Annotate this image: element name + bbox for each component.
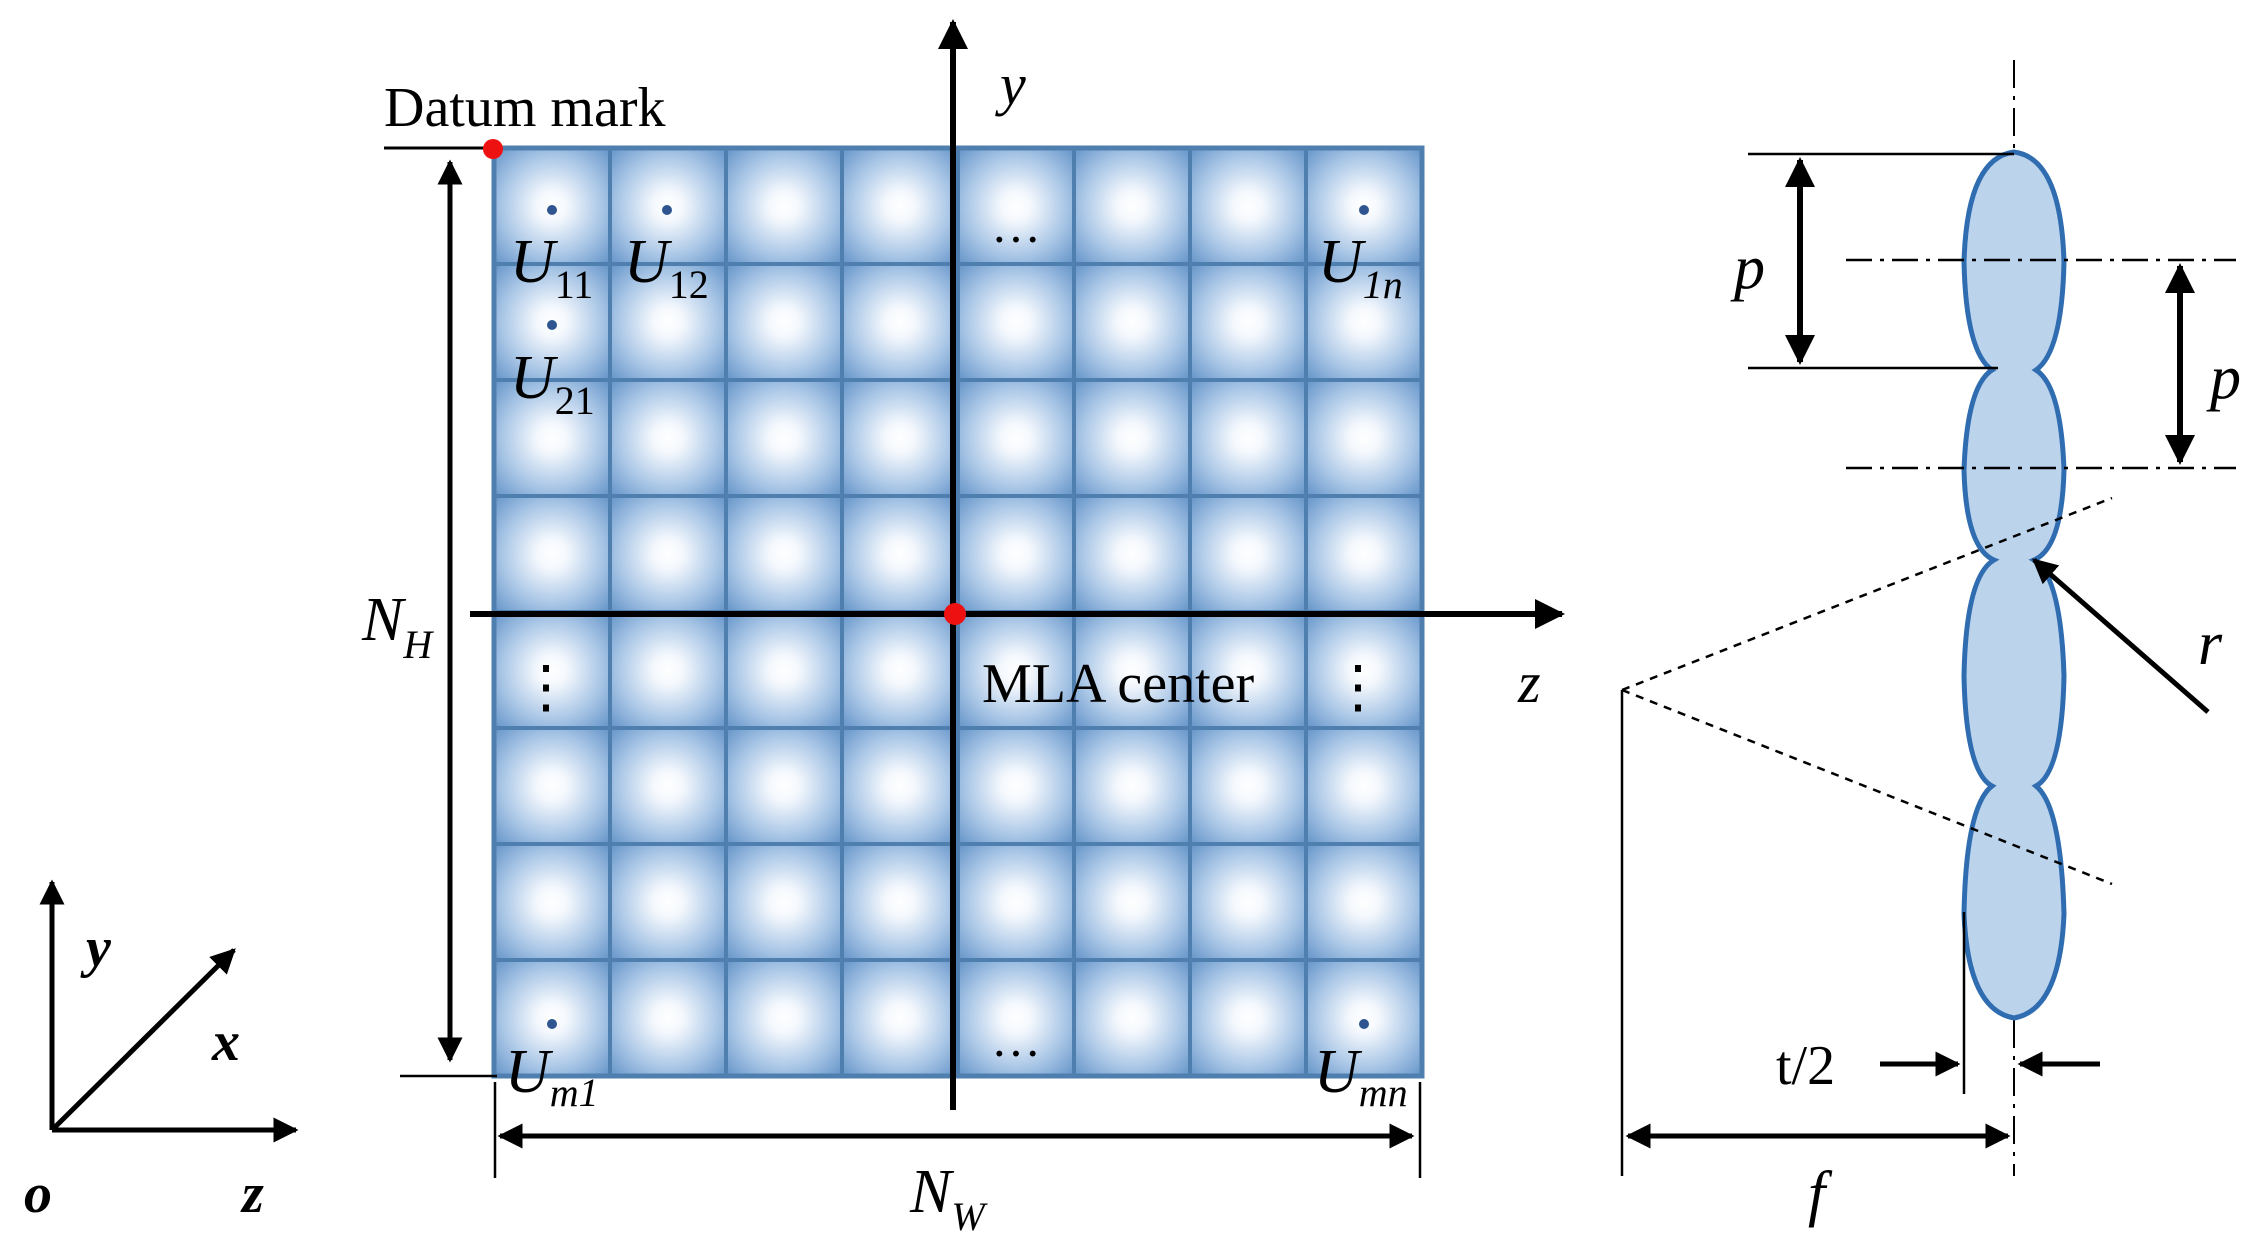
t-half-label: t/2 [1776,1035,1835,1097]
unit-label-u1n: U1n [1318,228,1403,307]
unit-label-u21: U21 [510,344,595,423]
microlens-cell [492,842,612,962]
p-label-left: p [1730,234,1765,302]
microlens-cell [608,726,728,846]
triad-z-label: z [240,1163,264,1225]
unit-label-u11: U11 [510,228,593,307]
microlens-cell [492,494,612,614]
microlens-grid [491,145,1425,1079]
microlens-cell [1188,842,1308,962]
f-label: f [1808,1160,1833,1228]
microlens-cell [840,842,960,962]
nw-dimension [493,1082,1422,1178]
unit-label-u12: U12 [624,228,709,307]
microlens-cell [608,494,728,614]
microlens-cell [840,262,960,382]
microlens-cell [840,378,960,498]
microlens-cell [840,610,960,730]
microlens-cell [724,262,844,382]
mla-center-label: MLA center [982,653,1254,715]
focus-ray-upper [1621,496,2113,692]
coordinate-triad [39,879,299,1143]
grid-axes [470,19,1565,1110]
ellipsis-top: ··· [991,211,1041,267]
microlens-cell [840,726,960,846]
triad-y-label: y [80,917,112,979]
microlens-cell [840,958,960,1078]
microlens-cell [724,610,844,730]
microlens-cell [956,262,1076,382]
triad-x-label: x [211,1011,240,1073]
microlens-cell [608,262,728,382]
r-label: r [2198,610,2223,678]
microlens-cell [1304,726,1424,846]
triad-origin-label: o [24,1163,52,1225]
lens-cross-section [1620,60,2236,1176]
nh-label: NH [361,586,434,667]
unit-label-um1: Um1 [505,1038,599,1115]
microlens-cell [1304,146,1424,266]
microlens-cell [1188,146,1308,266]
microlens-cell [1304,262,1424,382]
microlens-cell [1072,726,1192,846]
focus-ray-lower [1621,688,2113,886]
microlens-cell [1072,958,1192,1078]
microlens-cell [1072,494,1192,614]
microlens-cell [840,146,960,266]
microlens-cell [1072,378,1192,498]
microlens-cell [1188,494,1308,614]
microlens-cell [608,842,728,962]
unit-label-umn: Umn [1314,1038,1408,1115]
datum-mark-label: Datum mark [384,77,665,139]
datum-mark-marker [483,139,503,159]
p-label-right: p [2206,344,2241,412]
microlens-cell [840,494,960,614]
microlens-cell [1188,958,1308,1078]
microlens-cell [1304,842,1424,962]
microlens-cell [1072,146,1192,266]
grid-y-axis-label: y [995,52,1026,117]
microlens-cell [1188,262,1308,382]
microlens-cell [1304,378,1424,498]
nh-dimension [400,159,497,1078]
nw-label: NW [909,1158,988,1239]
triad-x-axis [50,948,236,1132]
microlens-cell [724,146,844,266]
microlens-cell [724,378,844,498]
microlens-cell [608,958,728,1078]
unit-labels: U11 U12 U1n U21 Um1 Umn ··· ··· ⋮ ⋮ [505,205,1408,1115]
microlens-cell [1188,378,1308,498]
microlens-cell [1072,262,1192,382]
ellipsis-left: ⋮ [517,654,575,719]
microlens-cell [492,726,612,846]
microlens-cell [956,958,1076,1078]
microlens-cell [1304,958,1424,1078]
microlens-cell [956,842,1076,962]
microlens-cell [956,494,1076,614]
microlens-cell [608,610,728,730]
microlens-cell [1188,726,1308,846]
microlens-cell [724,958,844,1078]
microlens-cell [724,726,844,846]
microlens-cell [956,378,1076,498]
microlens-cell [956,726,1076,846]
radius-arrow [2032,558,2210,714]
mla-center-marker [944,603,966,625]
microlens-cell [724,494,844,614]
microlens-cell [608,378,728,498]
grid-z-axis-label: z [1517,650,1541,715]
lens-profile [1961,149,2067,1021]
microlens-cell [1304,494,1424,614]
ellipsis-right: ⋮ [1329,654,1387,719]
microlens-cell [724,842,844,962]
microlens-cell [1072,842,1192,962]
ellipsis-bottom: ··· [991,1025,1041,1081]
